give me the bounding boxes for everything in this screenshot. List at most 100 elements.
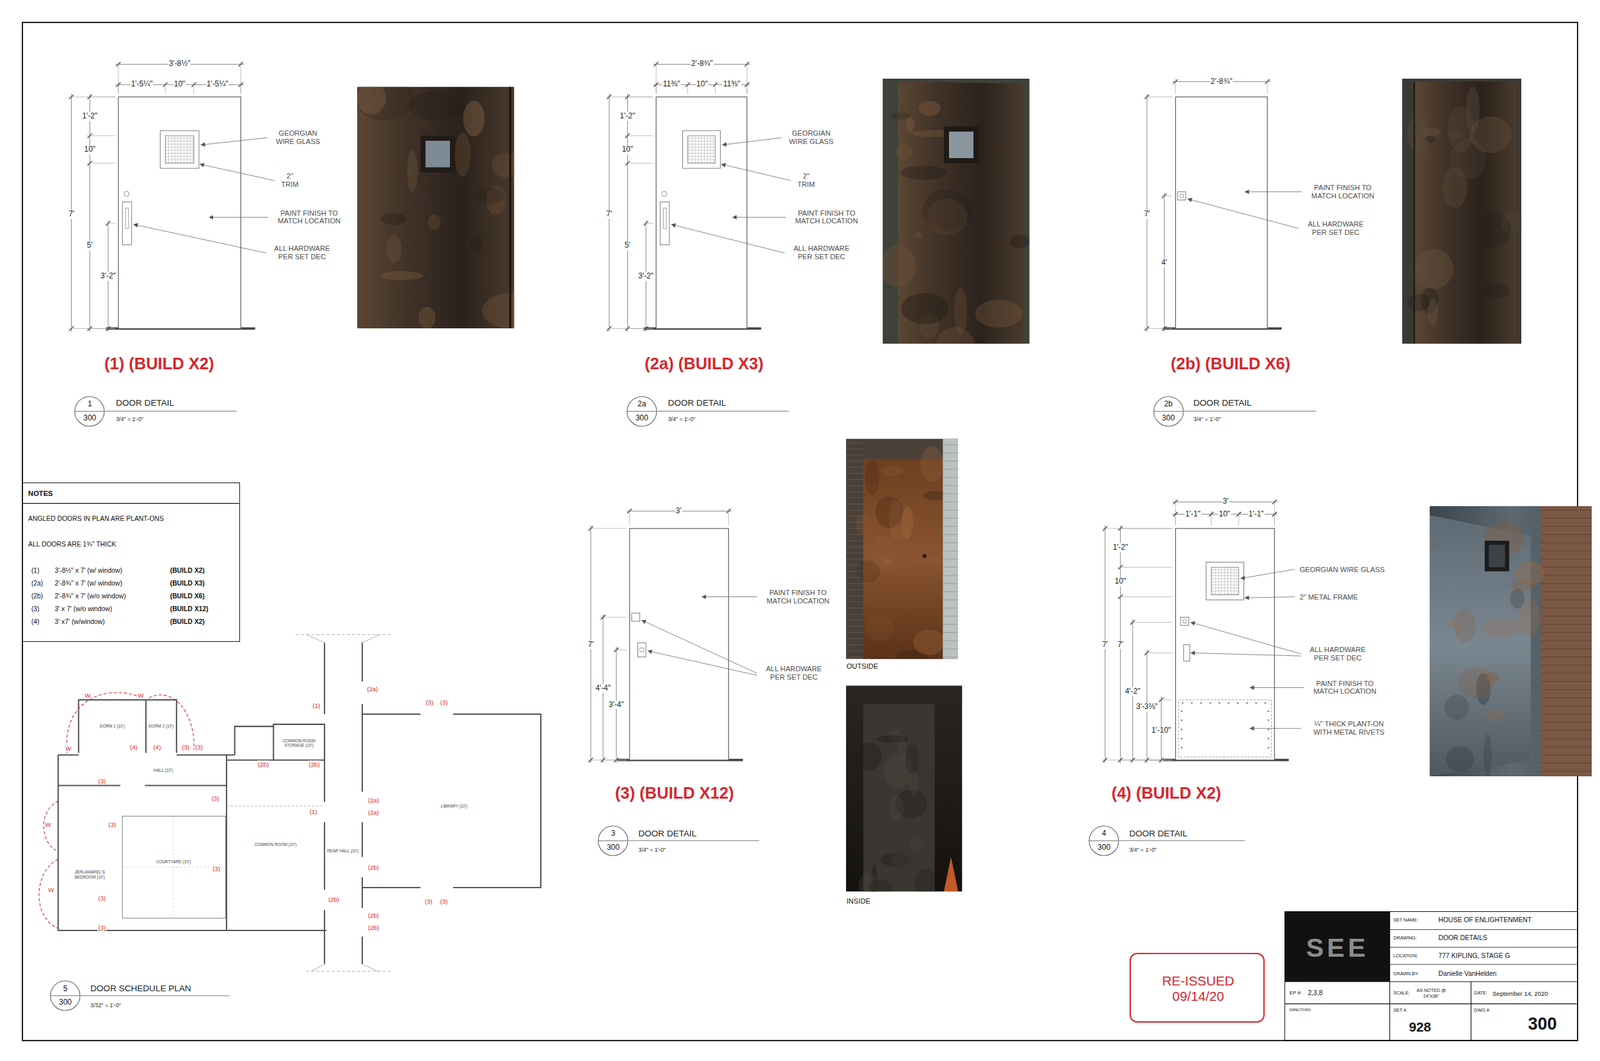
ghost-flat [295, 634, 392, 972]
dimension-text: 10" [1114, 577, 1128, 587]
leader-line [200, 137, 268, 145]
detail-bubble: 2a300 [626, 396, 658, 427]
rust-patch [1448, 619, 1462, 629]
photo-glass-joint [942, 583, 959, 584]
photo-glass-block [942, 439, 959, 660]
node-text: (BUILD X12) [170, 605, 209, 614]
bubble-divider [74, 410, 105, 412]
door-tag: (3) [108, 821, 118, 829]
photo-window-glass [949, 131, 974, 159]
dimension-text: 3'-4" [608, 700, 625, 710]
rust-patch [880, 465, 904, 476]
photo-brick [846, 589, 864, 591]
callout-note: GEORGIAN WIRE GLASS [785, 129, 838, 146]
wall [78, 700, 177, 754]
wall [323, 730, 326, 802]
node-text: (BUILD X3) [170, 579, 205, 588]
node-outline [23, 483, 240, 642]
photo-brick [1541, 575, 1593, 576]
title-rule [104, 410, 237, 412]
dimension-text: 10" [695, 80, 709, 89]
dimension-text: 10" [173, 80, 187, 89]
scale-note: 3/4" = 1'-0" [1192, 416, 1222, 423]
cell-line [1285, 981, 1577, 982]
node-text: 4 [1102, 830, 1107, 840]
photo-brick [1541, 534, 1593, 536]
callout-note: ALL HARDWARE PER SET DEC [788, 245, 854, 262]
dimension-text: 2'-8¾" [1210, 77, 1234, 87]
extension-line [624, 135, 654, 137]
door-tag: (2b) [257, 760, 270, 768]
rust-patch [909, 771, 919, 797]
rust-patch [895, 144, 913, 161]
photo-brick [1541, 754, 1593, 756]
door-tag: (3) [97, 894, 107, 902]
extension-line [1175, 78, 1176, 95]
photo-brick [846, 650, 864, 651]
node-text: 2'-8¾" x 7' (w/ window) [54, 579, 123, 588]
wall [361, 704, 363, 792]
door-tag: W [47, 886, 55, 894]
extension-line [746, 61, 748, 95]
rust-patch [1413, 248, 1454, 289]
dimension-text: 3'-8½" [168, 60, 192, 70]
leader-line [1191, 652, 1302, 656]
logo-text: SEE [1306, 932, 1369, 964]
photo-glass-joint [942, 469, 959, 470]
rust-patch [1445, 746, 1474, 772]
photo-brick [846, 620, 864, 621]
lever-plate [122, 202, 132, 246]
rust-patch [380, 271, 424, 281]
door-knob [1182, 619, 1187, 624]
door-tag: (3) [194, 743, 204, 751]
node-text: 3' x 7' (w/o window) [54, 605, 112, 614]
dimension-text: 5' [86, 241, 94, 251]
node-text: ANGLED DOORS IN PLAN ARE PLANT-ONS [28, 515, 164, 523]
leader-line [1249, 687, 1305, 688]
extension-line [624, 328, 654, 329]
photo-ground [1402, 78, 1522, 345]
rust-patch [856, 560, 880, 583]
rust-patch [926, 198, 968, 235]
rivet [1191, 702, 1193, 704]
callout-note: PAINT FINISH TO MATCH LOCATION [760, 588, 836, 606]
rust-patch [865, 461, 880, 496]
photo-brick [846, 454, 864, 456]
room-name: LIBRARY (10') [440, 803, 468, 809]
wall [323, 642, 326, 715]
photo-brick [846, 608, 864, 609]
photo-ground [882, 78, 1030, 345]
rivet [1180, 728, 1183, 731]
node-text: 3 [611, 830, 616, 840]
dimension-text: 1'-2" [1112, 543, 1129, 553]
bubble-divider [50, 995, 80, 997]
rust-patch [901, 293, 948, 325]
rust-patch [905, 116, 915, 133]
extension-line [240, 61, 242, 95]
photo-brick [1541, 738, 1593, 740]
leader-line [1249, 728, 1302, 729]
wall [225, 755, 228, 931]
dimension-text: 3' [1221, 497, 1229, 507]
photo-brick [1541, 542, 1593, 544]
node-text: NOTES [28, 489, 53, 498]
bubble-circle [1089, 826, 1119, 856]
dimension-text: 10" [1218, 510, 1232, 520]
door-tag: (3) [439, 698, 449, 706]
node-text: 1 [87, 400, 93, 409]
extension-line [1117, 528, 1173, 529]
extension-line [600, 759, 627, 761]
stamp-text: RE-ISSUED 09/14/20 [1157, 974, 1240, 1005]
room-name: DORM 1 (10') [90, 724, 134, 729]
dimension-text: 5' [624, 241, 632, 251]
photo-brick [1541, 689, 1593, 690]
wall [144, 785, 227, 787]
door-tag: (3) [424, 897, 434, 905]
extension-line [1267, 78, 1268, 95]
wire-glass [1211, 567, 1240, 595]
rust-patch [463, 100, 485, 137]
door-tag: (2b) [367, 864, 380, 872]
door-elevation [118, 96, 241, 329]
photo-brick [1541, 746, 1593, 747]
